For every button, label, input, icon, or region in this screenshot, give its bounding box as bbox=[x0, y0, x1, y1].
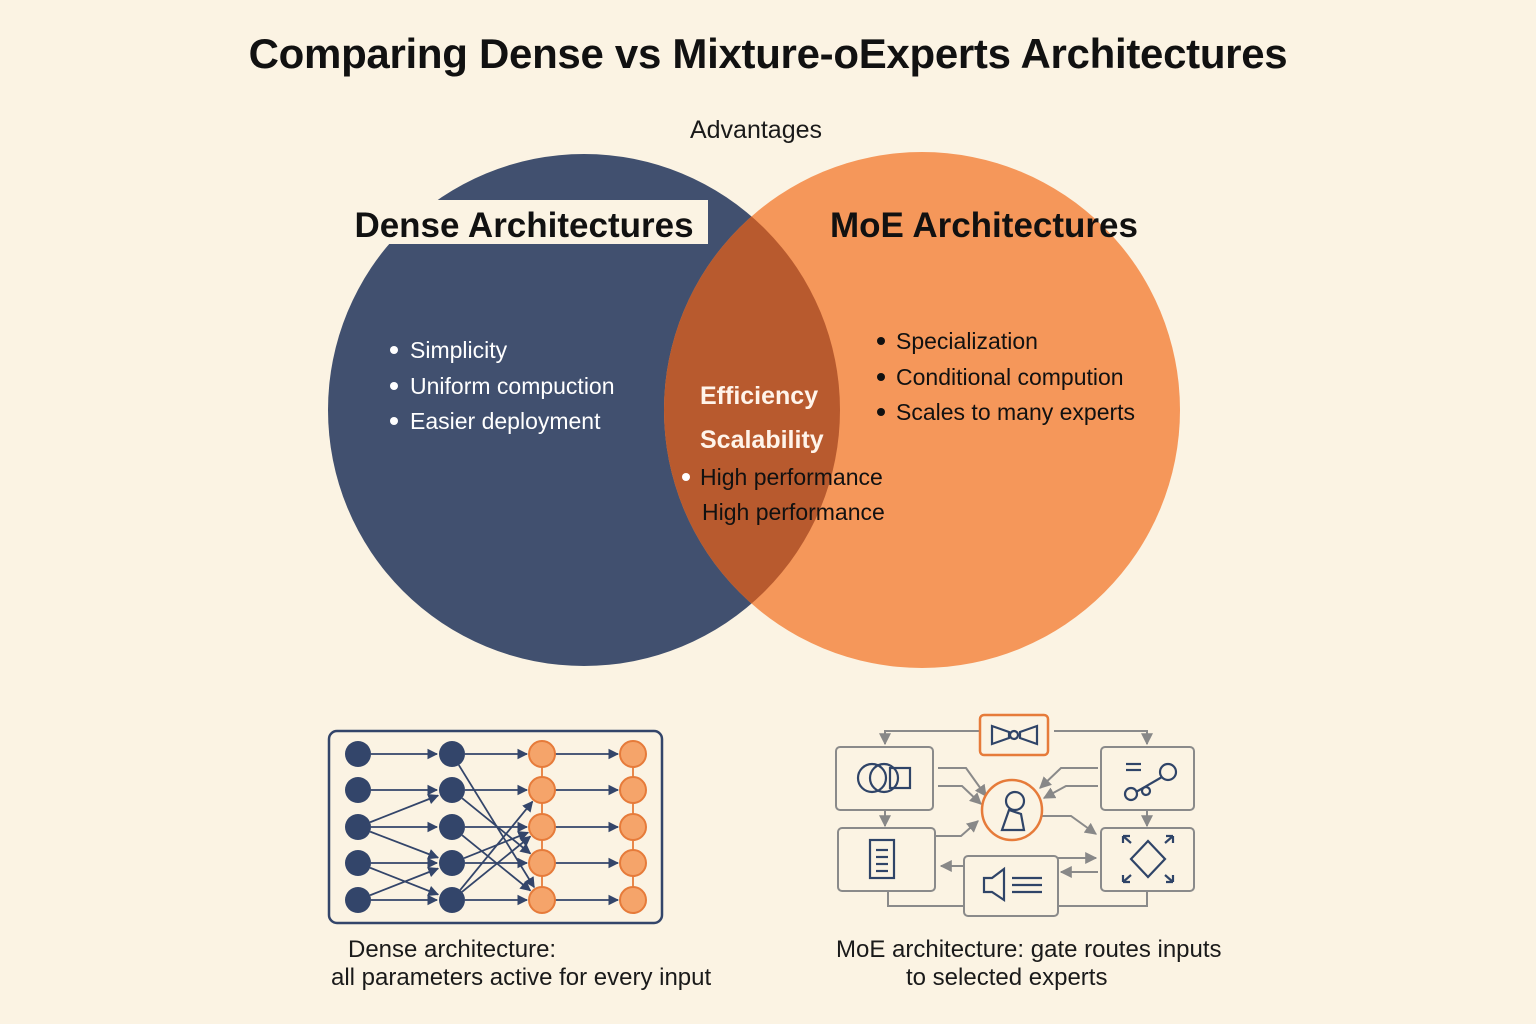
dense-item: Simplicity bbox=[410, 337, 508, 363]
dense-caption-line1: Dense architecture: bbox=[348, 936, 557, 963]
dense-edge bbox=[461, 834, 532, 892]
dense-edge bbox=[461, 797, 532, 855]
dense-item: Uniform compuction bbox=[410, 373, 615, 399]
expert-document bbox=[837, 827, 936, 892]
dense-node-dark bbox=[439, 741, 465, 767]
dense-node-orange bbox=[528, 886, 556, 914]
dense-edge bbox=[461, 835, 532, 893]
moe-connectors bbox=[879, 730, 1153, 907]
dense-node-orange bbox=[619, 776, 647, 804]
dense-edge bbox=[463, 831, 530, 860]
moe-caption-line2: to selected experts bbox=[906, 964, 1108, 991]
dense-edge bbox=[369, 794, 440, 824]
dense-node-orange bbox=[619, 813, 647, 841]
bullet bbox=[682, 473, 690, 481]
dense-heading-bg bbox=[340, 200, 708, 244]
dense-node-dark bbox=[439, 887, 465, 913]
expert-graph bbox=[1100, 746, 1195, 811]
dense-node-dark bbox=[345, 887, 371, 913]
expert-bowtie bbox=[978, 713, 1050, 757]
diamond-arrows-icon bbox=[1121, 834, 1175, 884]
dense-node-orange bbox=[528, 849, 556, 877]
bullet bbox=[390, 382, 398, 390]
dense-caption-line2: all parameters active for every input bbox=[331, 964, 712, 991]
speaker-icon bbox=[982, 866, 1042, 903]
moe-item: Scales to many experts bbox=[896, 399, 1135, 425]
overlap-list: Efficiency Scalability High performance … bbox=[682, 382, 885, 525]
dense-node-orange bbox=[528, 740, 556, 768]
page-subtitle: Advantages bbox=[689, 116, 823, 144]
overlap-item: High performance bbox=[700, 464, 883, 490]
moe-item: Conditional compution bbox=[896, 364, 1124, 390]
moe-item: Specialization bbox=[896, 328, 1038, 354]
overlap-region bbox=[664, 154, 840, 666]
bullet bbox=[877, 408, 885, 416]
dense-edges bbox=[369, 748, 634, 906]
dense-node-dark bbox=[345, 850, 371, 876]
dense-edge bbox=[369, 866, 440, 896]
dense-node-dark bbox=[345, 777, 371, 803]
expert-speaker bbox=[963, 855, 1059, 917]
bowtie-icon bbox=[990, 724, 1039, 746]
gate-router bbox=[980, 778, 1044, 842]
bullet bbox=[390, 346, 398, 354]
dense-item: Easier deployment bbox=[410, 408, 601, 434]
dense-list: Simplicity Uniform compuction Easier dep… bbox=[390, 337, 615, 434]
dense-network-diagram bbox=[327, 729, 664, 925]
dense-nodes bbox=[345, 740, 647, 914]
document-icon bbox=[868, 838, 896, 880]
expert-camera bbox=[835, 746, 934, 811]
dense-node-dark bbox=[439, 814, 465, 840]
bullet bbox=[390, 417, 398, 425]
dense-node-orange bbox=[528, 776, 556, 804]
dense-node-orange bbox=[619, 849, 647, 877]
dense-node-orange bbox=[619, 886, 647, 914]
moe-diagram bbox=[835, 713, 1195, 917]
moe-caption-line1: MoE architecture: gate routes inputs bbox=[836, 936, 1222, 963]
dense-node-dark bbox=[345, 741, 371, 767]
overlap-item-bold: Efficiency bbox=[700, 382, 818, 410]
dense-heading: Dense Architectures bbox=[354, 206, 693, 245]
graph-icon bbox=[1123, 762, 1178, 802]
venn-diagram: Dense Architectures MoE Architectures Si… bbox=[328, 152, 1180, 668]
camera-icon bbox=[856, 762, 912, 794]
overlap-item: High performance bbox=[702, 499, 885, 525]
gate-icon bbox=[1000, 790, 1026, 832]
dense-node-dark bbox=[439, 850, 465, 876]
page-title: Comparing Dense vs Mixture-oExperts Arch… bbox=[248, 30, 1288, 77]
bullet bbox=[877, 373, 885, 381]
expert-diamond bbox=[1100, 827, 1195, 892]
dense-node-orange bbox=[619, 740, 647, 768]
dense-node-dark bbox=[345, 814, 371, 840]
dense-node-orange bbox=[528, 813, 556, 841]
overlap-item-bold: Scalability bbox=[700, 426, 824, 454]
bullet bbox=[877, 337, 885, 345]
moe-heading: MoE Architectures bbox=[830, 206, 1138, 245]
dense-edge bbox=[369, 830, 440, 860]
dense-node-dark bbox=[439, 777, 465, 803]
moe-list: Specialization Conditional compution Sca… bbox=[877, 328, 1135, 425]
